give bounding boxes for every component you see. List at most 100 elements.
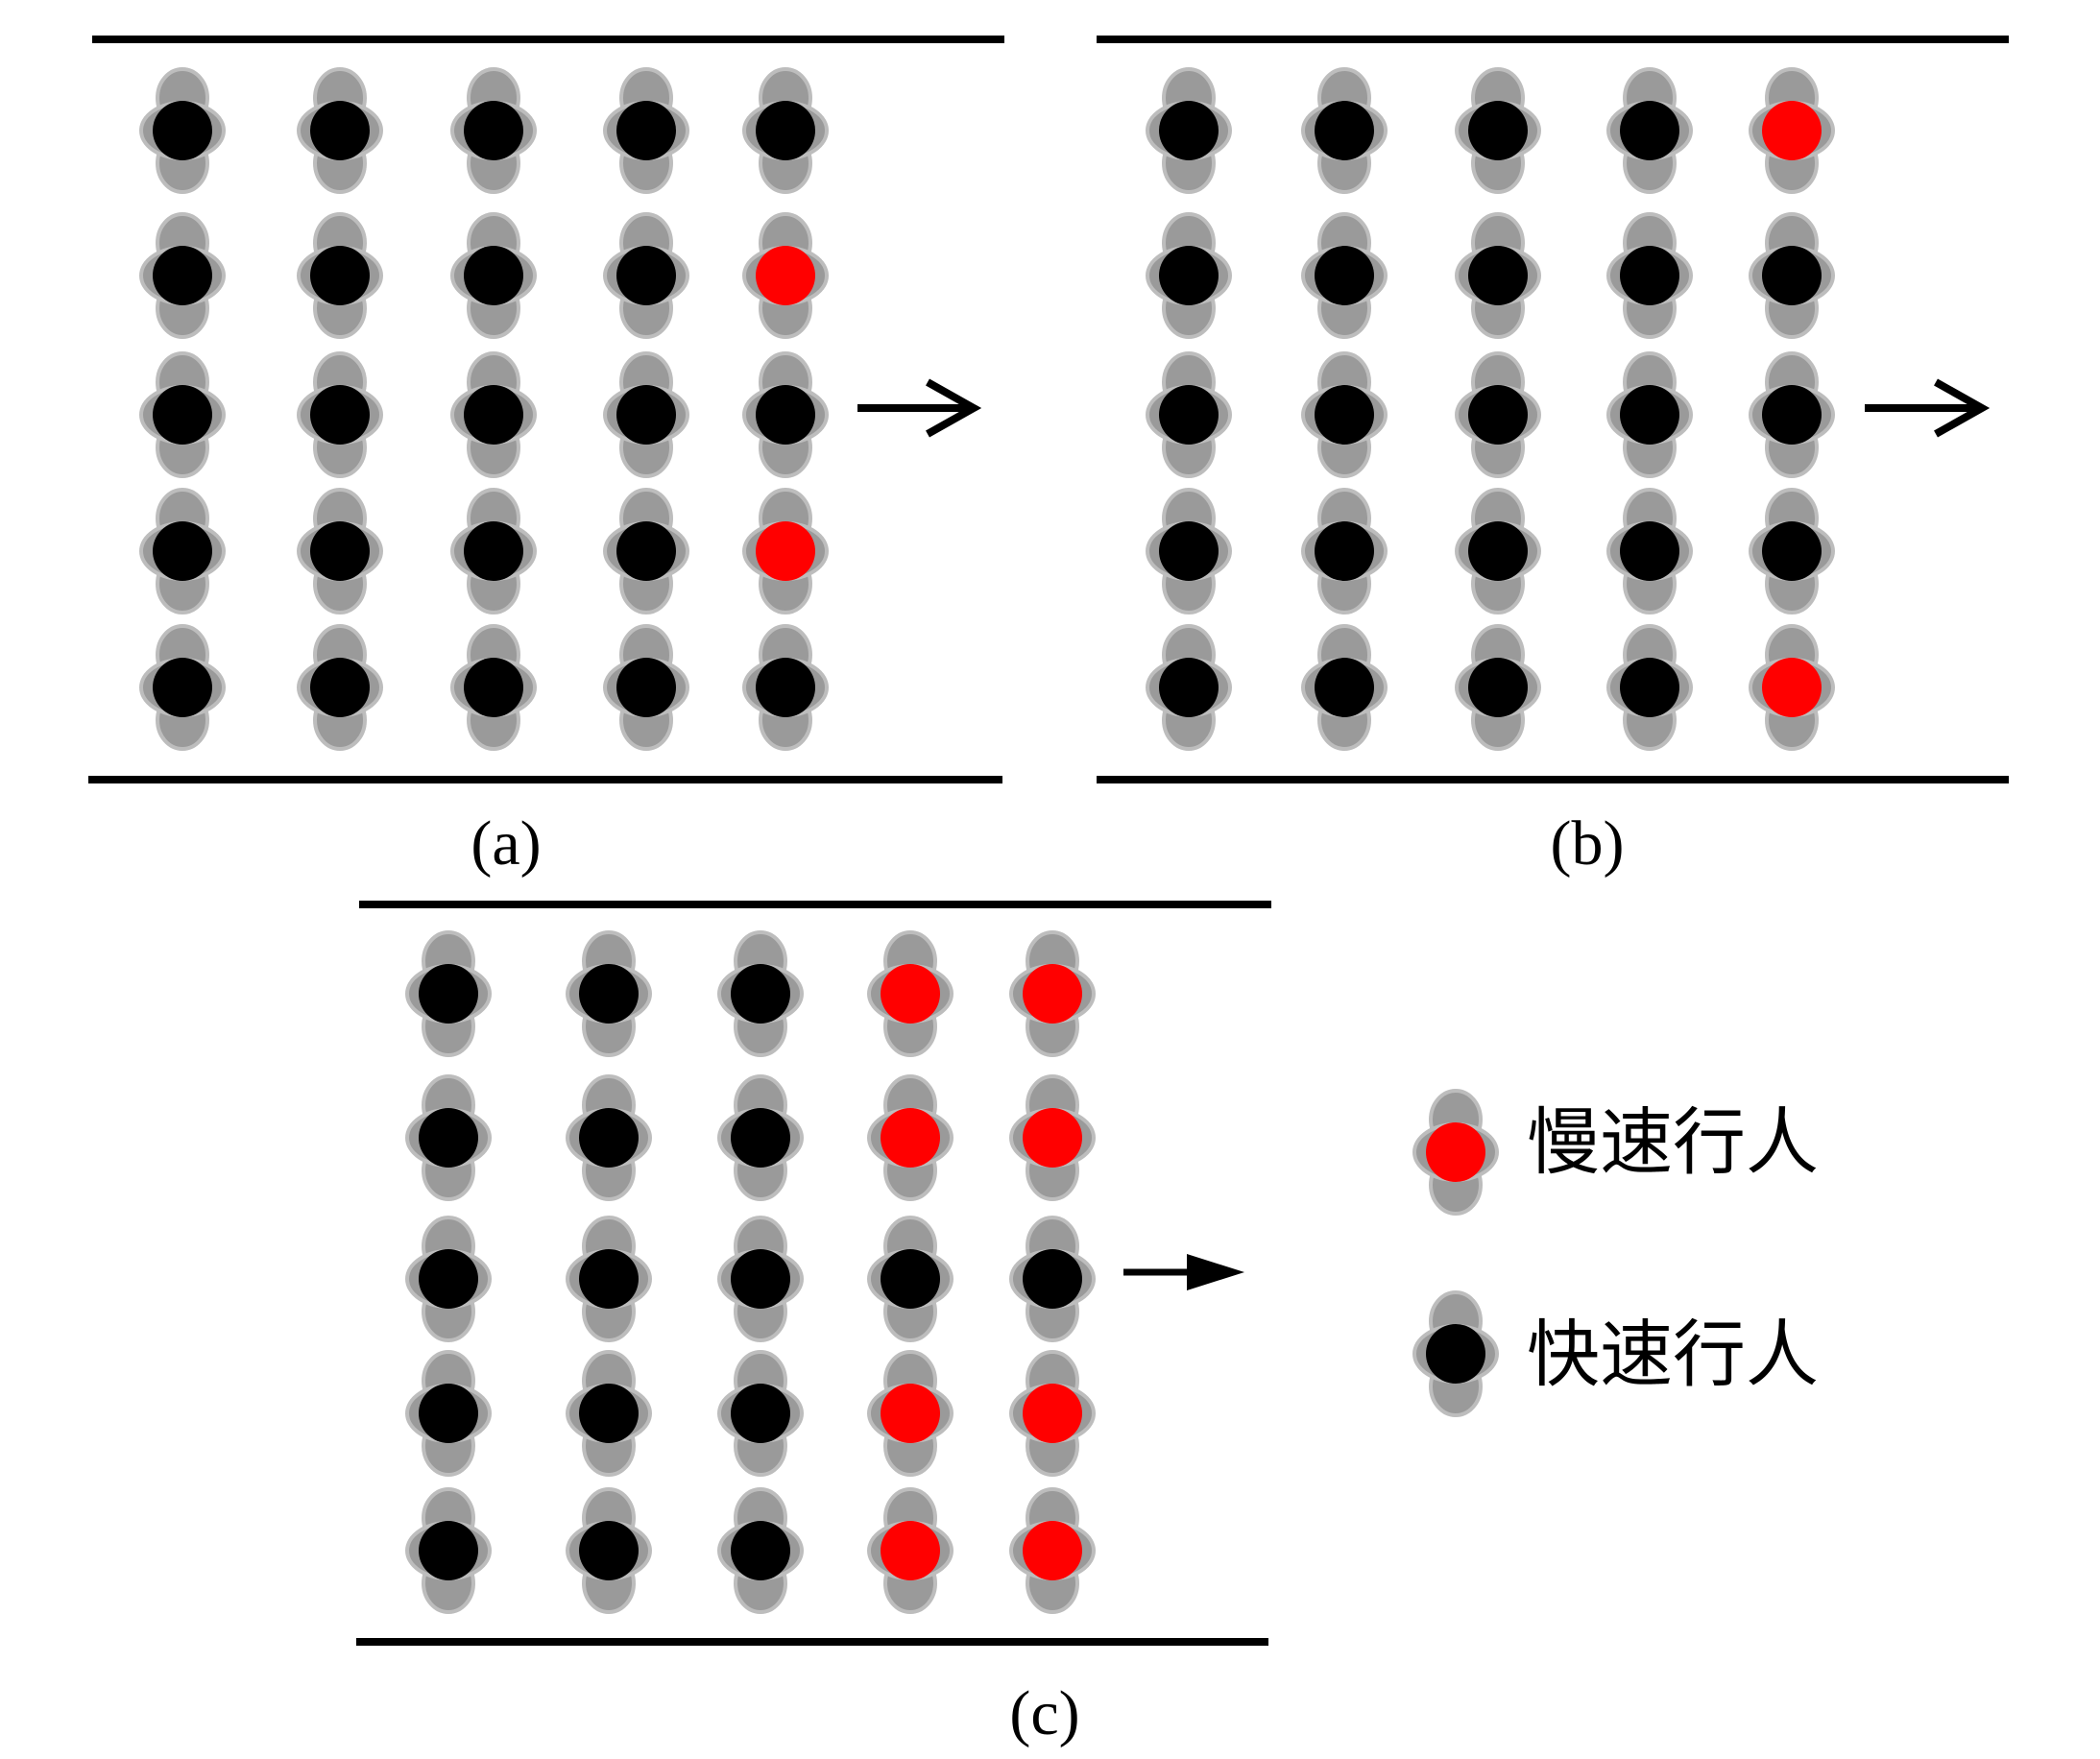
fast-pedestrian <box>139 351 226 478</box>
fast-pedestrian-head <box>731 1521 790 1580</box>
fast-pedestrian <box>1455 351 1541 478</box>
fast-pedestrian-head <box>756 385 815 445</box>
fast-pedestrian <box>297 351 383 478</box>
slow-pedestrian <box>867 1074 953 1201</box>
fast-pedestrian-head <box>1468 658 1528 717</box>
fast-pedestrian <box>297 488 383 614</box>
fast-pedestrian-head <box>419 1521 478 1580</box>
panel-b-flow-arrow <box>1865 378 1991 438</box>
fast-pedestrian <box>603 212 689 339</box>
panel-b-pedestrian-grid <box>1146 67 1835 751</box>
fast-pedestrian <box>742 67 829 194</box>
slow-pedestrian <box>1749 624 1835 751</box>
fast-pedestrian-head <box>579 1108 639 1168</box>
fast-pedestrian <box>1606 624 1693 751</box>
panel-b-label: (b) <box>1551 808 1625 879</box>
panel-c-flow-arrow <box>1123 1254 1244 1290</box>
fast-pedestrian <box>1749 351 1835 478</box>
fast-pedestrian-head <box>310 101 370 160</box>
fast-pedestrian <box>1146 488 1232 614</box>
panel-a: (a) <box>88 36 1004 879</box>
legend-fast-pedestrian-icon <box>1412 1290 1499 1417</box>
fast-pedestrian-head <box>1468 521 1528 581</box>
fast-pedestrian-head <box>464 101 523 160</box>
slow-pedestrian-head <box>1023 964 1082 1024</box>
fast-pedestrian <box>603 351 689 478</box>
fast-pedestrian-head <box>464 246 523 305</box>
fast-pedestrian-head <box>1620 658 1679 717</box>
fast-pedestrian <box>405 1350 492 1477</box>
fast-pedestrian-head <box>731 964 790 1024</box>
fast-pedestrian-head <box>419 1108 478 1168</box>
slow-pedestrian <box>742 212 829 339</box>
fast-pedestrian-head <box>1468 101 1528 160</box>
fast-pedestrian-head <box>1315 521 1374 581</box>
slow-pedestrian <box>1009 1487 1096 1614</box>
fast-pedestrian-head <box>1620 521 1679 581</box>
fast-pedestrian <box>603 488 689 614</box>
slow-pedestrian-head <box>881 964 940 1024</box>
fast-pedestrian <box>297 67 383 194</box>
fast-pedestrian <box>1301 212 1388 339</box>
fast-pedestrian <box>1146 67 1232 194</box>
fast-pedestrian <box>1146 624 1232 751</box>
fast-pedestrian-head <box>756 658 815 717</box>
fast-pedestrian-head <box>616 101 676 160</box>
slow-pedestrian <box>1749 67 1835 194</box>
fast-pedestrian <box>1606 67 1693 194</box>
fast-pedestrian-head <box>419 1249 478 1309</box>
fast-pedestrian-head <box>1620 101 1679 160</box>
fast-pedestrian <box>717 1216 804 1342</box>
fast-pedestrian-head <box>464 385 523 445</box>
fast-pedestrian-head <box>153 521 212 581</box>
fast-pedestrian <box>450 624 537 751</box>
fast-pedestrian-head <box>1762 521 1822 581</box>
fast-pedestrian <box>450 351 537 478</box>
panel-b: (b) <box>1097 36 2009 879</box>
fast-pedestrian <box>603 624 689 751</box>
fast-pedestrian-head <box>1315 658 1374 717</box>
fast-pedestrian <box>1146 351 1232 478</box>
legend-slow-pedestrian-icon <box>1412 1089 1499 1216</box>
fast-pedestrian-head <box>881 1249 940 1309</box>
fast-pedestrian <box>297 624 383 751</box>
fast-pedestrian-head <box>756 101 815 160</box>
fast-pedestrian <box>1606 488 1693 614</box>
slow-pedestrian <box>1009 1074 1096 1201</box>
fast-pedestrian-head <box>616 246 676 305</box>
slow-pedestrian <box>742 488 829 614</box>
fast-pedestrian <box>1009 1216 1096 1342</box>
fast-pedestrian <box>717 1487 804 1614</box>
fast-pedestrian-head <box>579 1249 639 1309</box>
fast-pedestrian <box>717 1074 804 1201</box>
fast-pedestrian-head <box>419 964 478 1024</box>
fast-pedestrian-head <box>153 658 212 717</box>
fast-pedestrian-head <box>310 521 370 581</box>
slow-pedestrian <box>867 1487 953 1614</box>
fast-pedestrian <box>1301 67 1388 194</box>
panel-a-flow-arrow <box>857 378 982 438</box>
slow-pedestrian-head <box>756 521 815 581</box>
slow-pedestrian-head <box>756 246 815 305</box>
fast-pedestrian-head <box>153 385 212 445</box>
fast-pedestrian-head <box>1023 1249 1082 1309</box>
fast-pedestrian <box>139 624 226 751</box>
fast-pedestrian-head <box>616 658 676 717</box>
fast-pedestrian-head <box>1620 385 1679 445</box>
fast-pedestrian-head <box>1315 101 1374 160</box>
fast-pedestrian <box>1606 212 1693 339</box>
fast-pedestrian <box>139 488 226 614</box>
slow-pedestrian-head <box>1023 1384 1082 1443</box>
fast-pedestrian-head <box>1159 658 1219 717</box>
fast-pedestrian-head <box>731 1249 790 1309</box>
fast-pedestrian-head <box>1315 246 1374 305</box>
fast-pedestrian <box>1455 488 1541 614</box>
fast-pedestrian <box>1606 351 1693 478</box>
fast-pedestrian-head <box>310 246 370 305</box>
slow-pedestrian-head <box>1023 1521 1082 1580</box>
slow-pedestrian-head <box>1426 1122 1485 1182</box>
legend-slow-pedestrian-symbol <box>1412 1089 1499 1216</box>
fast-pedestrian-head <box>731 1108 790 1168</box>
fast-pedestrian <box>450 212 537 339</box>
fast-pedestrian <box>405 1216 492 1342</box>
